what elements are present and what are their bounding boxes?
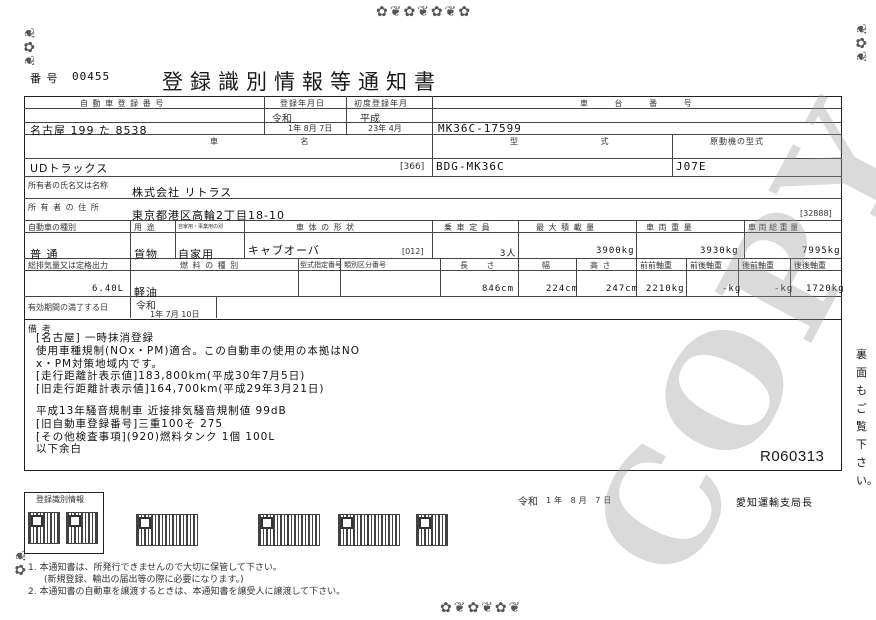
engine-label: 原動機の型式 (710, 137, 764, 146)
expiry-era: 令和 (136, 301, 156, 312)
issue-date: 1年 8月 7日 (546, 496, 615, 505)
issue-era: 令和 (518, 497, 538, 508)
front-front-axle: 2210kg (646, 284, 685, 294)
car-name-label: 車 名 (210, 137, 349, 146)
body-label: 車 体 の 形 状 (296, 223, 356, 232)
qr-code-3 (136, 514, 198, 546)
max-load: 3900kg (596, 246, 635, 256)
type-no-label: 型式指定番号 (300, 261, 342, 269)
remark-line: 平成13年騒音規制車 近接排気騒音規制値 99dB (36, 404, 287, 417)
issuer-name: 愛知運輸支局長 (736, 498, 813, 509)
displacement: 6.40L (92, 284, 125, 294)
right-top-ornament: ❦✿❦ (852, 23, 869, 65)
page-title: 登録識別情報等通知書 (162, 70, 442, 94)
remark-line: [旧走行距離計表示値]164,700km(平成29年3月21日) (36, 383, 325, 396)
vehicle-weight: 3930kg (700, 246, 739, 256)
reg-era: 令和 (272, 114, 292, 125)
displacement-label: 総排気量又は定格出力 (28, 261, 108, 270)
remarks-lines: [名古屋] 一時抹消登録 使用車種規制(NOx・PM)適合。この自動車の使用の本… (36, 332, 360, 456)
left-bottom-ornament: ❦✿ (11, 550, 28, 578)
passenger-capacity: 3人 (500, 249, 517, 259)
remarks-label: 備 考 (28, 325, 52, 335)
vehicle-height: 247cm (606, 284, 639, 294)
rear-front-axle: -kg (774, 284, 794, 294)
fuel-label: 燃 料 の 種 別 (180, 261, 240, 270)
engine-model: J07E (676, 160, 707, 173)
remark-line: [旧自動車登録番号]三重100そ 275 (36, 417, 224, 430)
max-load-label: 最 大 積 載 量 (536, 223, 596, 232)
top-ornament: ✿❦✿❦✿❦✿ (376, 4, 473, 20)
qr-code-6 (416, 514, 448, 546)
fuel-type: 軽油 (134, 286, 158, 299)
left-top-ornament: ❦✿❦ (20, 27, 37, 69)
remark-line: x・PM対策地域内です。 (36, 357, 164, 370)
qr-box (24, 492, 104, 554)
maker-code: [366] (400, 162, 425, 172)
model-code: BDG-MK36C (436, 160, 505, 173)
length-label: 長 さ (460, 261, 503, 270)
qr-code-4 (258, 514, 320, 546)
body-code: [012] (402, 247, 424, 256)
stamp-code: R060313 (760, 448, 825, 465)
vehicle-weight-label: 車 両 重 量 (646, 223, 693, 232)
front-rear-axle: -kg (722, 284, 742, 294)
qr-code-2 (66, 512, 98, 544)
note-1b: (新規登録、輸出の届出等の際に必要になります。) (44, 575, 244, 585)
remarks-box (24, 320, 842, 471)
vehicle-private: 自家用 (178, 248, 214, 261)
remark-line: [名古屋] 一時抹消登録 (36, 332, 155, 344)
qr-box-label: 登録識別情報 (36, 495, 84, 504)
vehicle-length: 846cm (482, 284, 515, 294)
expiry-label: 有効期間の満了する日 (28, 303, 108, 312)
rear-front-label: 後前軸重 (742, 261, 774, 270)
vehicle-kind: 普 通 (30, 248, 59, 261)
reg-date: 1年 8月 7日 (288, 124, 333, 133)
vehicle-use: 貨物 (134, 248, 158, 261)
reg-date-label: 登録年月日 (280, 99, 325, 108)
height-label: 高 さ (590, 261, 612, 270)
registration-number: 名古屋 199 た 8538 (30, 124, 148, 137)
class-no-label: 類別区分番号 (344, 261, 386, 269)
reg-no-label: 自 動 車 登 録 番 号 (80, 99, 165, 108)
side-note: 裏面もご覧下さい。 (856, 348, 876, 487)
gross-weight-label: 車 両 総 重 量 (748, 223, 799, 232)
address-code: [32888] (800, 209, 832, 218)
rear-rear-axle: 1720kg (806, 284, 845, 294)
first-date: 23年 4月 (368, 124, 402, 133)
width-label: 幅 (542, 261, 551, 270)
chassis-number: MK36C-17599 (438, 122, 522, 135)
rear-rear-label: 後後軸重 (794, 261, 826, 270)
first-era: 平成 (360, 114, 380, 125)
note-2: 2. 本通知書の自動車を譲渡するときは、本通知書を譲受人に譲渡して下さい。 (28, 587, 346, 597)
remark-line: [走行距離計表示値]183,800km(平成30年7月5日) (36, 370, 306, 383)
car-maker: UDトラックス (30, 162, 109, 175)
body-shape: キャブオーバ (248, 244, 320, 257)
owner-address: 東京都港区高輪2丁目18-10 (132, 209, 285, 222)
gross-weight: 7995kg (802, 246, 841, 256)
owner-name: 株式会社 リトラス (132, 186, 233, 199)
vehicle-width: 224cm (546, 284, 579, 294)
qr-code-5 (338, 514, 400, 546)
first-reg-label: 初度登録年月 (354, 99, 408, 108)
number-label: 番 号 (30, 72, 59, 85)
capacity-label: 乗 車 定 員 (444, 223, 491, 232)
chassis-label: 車 台 番 号 (580, 99, 704, 108)
document-number: 00455 (72, 70, 111, 83)
kind-label: 自動車の種別 (28, 223, 76, 232)
main-table (24, 96, 842, 320)
bottom-ornament: ✿❦✿❦✿❦ (440, 600, 523, 616)
expiry-date: 1年 7月 10日 (150, 310, 200, 319)
remark-line: [その他検査事項](920)燃料タンク 1個 100L (36, 430, 276, 443)
qr-code-1 (28, 512, 60, 544)
front-front-label: 前前軸重 (640, 261, 672, 270)
remark-line: 使用車種規制(NOx・PM)適合。この自動車の使用の本拠はNO (36, 344, 361, 357)
remark-line: 以下余白 (36, 443, 82, 456)
private-label: 自家用・事業用の別 (178, 224, 224, 230)
address-label: 所 有 者 の 住 所 (28, 203, 100, 212)
front-rear-label: 前後軸重 (690, 261, 722, 270)
use-label: 用 途 (134, 223, 156, 232)
owner-label: 所有者の氏名又は名称 (28, 181, 108, 190)
note-1: 1. 本通知書は、所発行できませんので大切に保管して下さい。 (28, 563, 282, 573)
model-label: 型 式 (510, 137, 649, 146)
